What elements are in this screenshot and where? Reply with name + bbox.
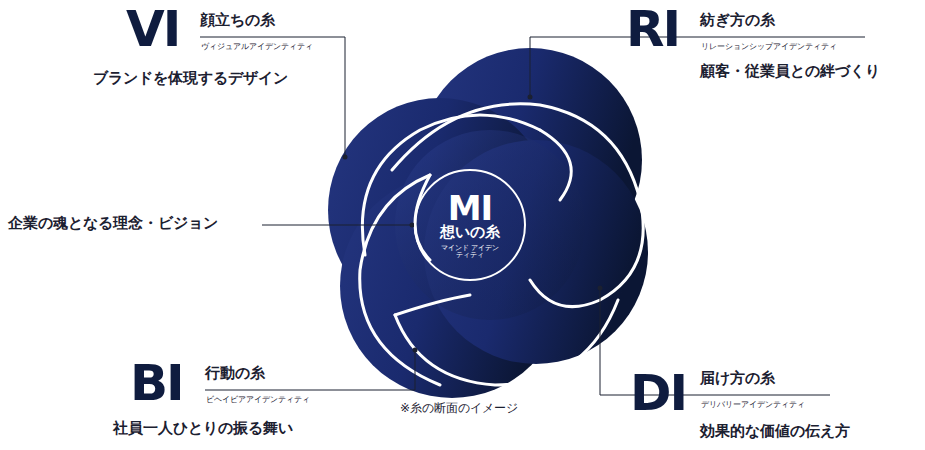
node-heading: 想いの糸	[440, 225, 500, 241]
thread-description: 顧客・従業員との絆づくり	[700, 63, 880, 80]
thread-subtitle: デリバリーアイデンティティ	[701, 400, 805, 409]
image-note: ※糸の断面のイメージ	[400, 402, 518, 416]
section-letter: DI	[630, 368, 686, 418]
thread-heading: 紡ぎ方の糸	[700, 12, 775, 29]
thread-description: ブランドを体現するデザイン	[93, 70, 288, 87]
spiral-threads	[360, 104, 643, 385]
node-subtitle: マインド アイデンティティ	[439, 245, 501, 260]
section-letter: BI	[130, 358, 183, 408]
thread-heading: 行動の糸	[205, 365, 265, 382]
mind-identity-circle: MI想いの糸マインド アイデンティティ	[414, 169, 526, 281]
thread-heading: 届け方の糸	[700, 370, 775, 387]
section-letter: RI	[626, 4, 679, 54]
thread-subtitle: リレーションシップアイデンティティ	[701, 42, 837, 51]
leader-dots	[343, 95, 603, 353]
mind-description: 企業の魂となる理念・ビジョン	[8, 215, 218, 232]
thread-subtitle: ビヘイビアアイデンティティ	[206, 395, 310, 404]
thread-subtitle: ヴィジュアルアイデンティティ	[201, 42, 313, 51]
node-letter: MI	[448, 191, 492, 225]
thread-description: 社員一人ひとりの振る舞い	[113, 420, 293, 437]
leader-lines	[200, 37, 865, 395]
thread-description: 効果的な価値の伝え方	[700, 423, 850, 440]
section-letter: VI	[126, 4, 179, 54]
thread-heading: 顔立ちの糸	[200, 12, 275, 29]
